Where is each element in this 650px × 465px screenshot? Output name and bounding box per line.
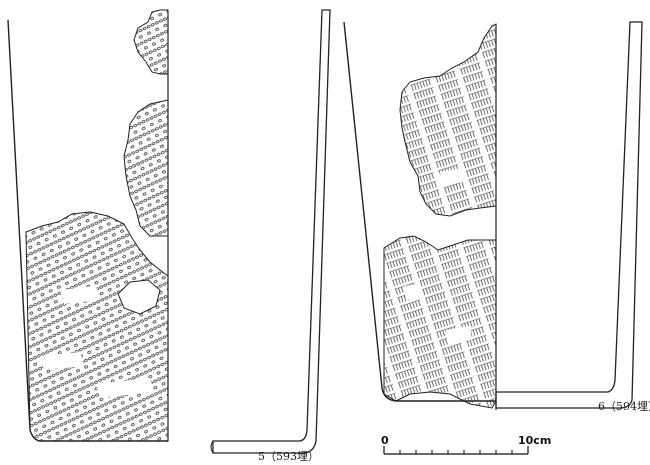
scale-end-label: 10cm	[518, 434, 551, 447]
vessel-6-exterior	[343, 21, 497, 410]
vessel-6-section	[495, 21, 643, 409]
figure-6-label: 6（594埋）	[598, 400, 650, 413]
vessel-5-exterior	[7, 9, 169, 442]
scale-bar	[383, 446, 529, 455]
vessel-5-section	[210, 9, 331, 454]
figure-5-label: 5（593埋）	[258, 450, 319, 463]
scale-start-label: 0	[381, 434, 389, 447]
